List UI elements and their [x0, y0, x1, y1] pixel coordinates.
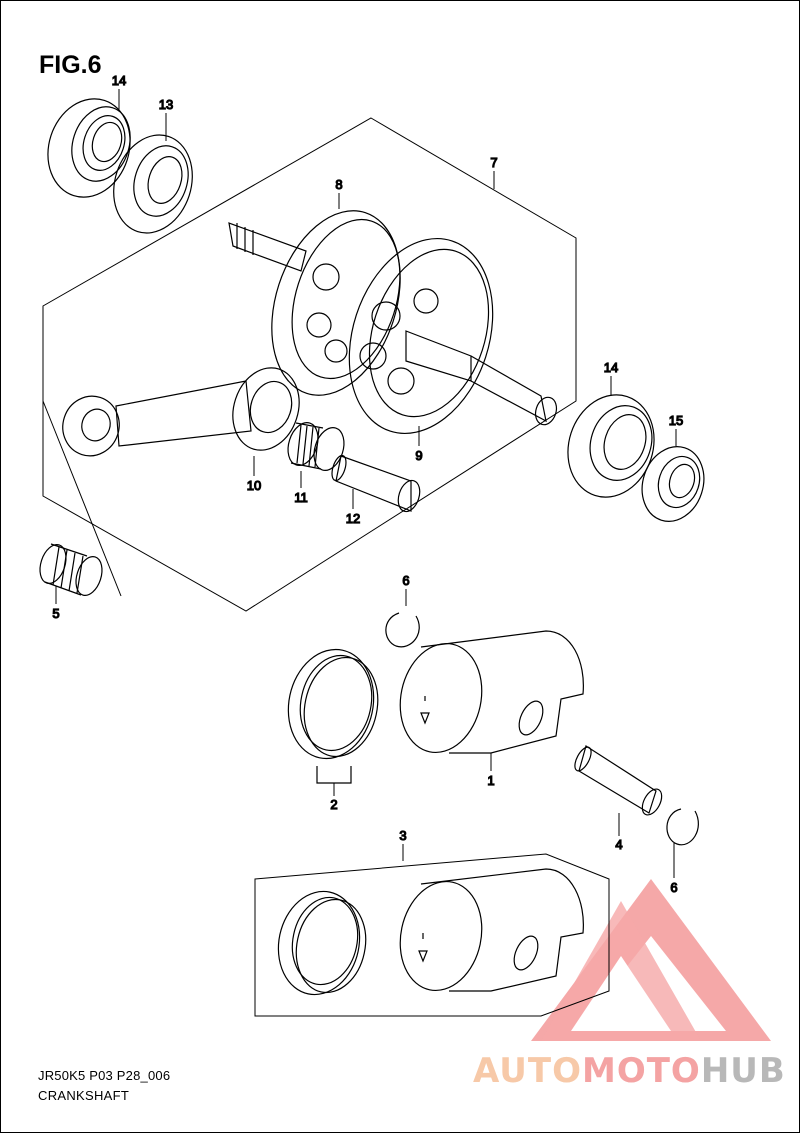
callout-6: 6 [670, 880, 677, 895]
piston-pin-icon [574, 745, 663, 816]
circlip-icon [666, 808, 699, 846]
callout-7: 7 [490, 155, 497, 170]
crank-pin-icon [331, 454, 421, 513]
callout-2: 2 [330, 797, 337, 812]
piston-ring-icon [287, 648, 379, 784]
figure-name: CRANKSHAFT [38, 1088, 130, 1103]
callout-8: 8 [335, 177, 342, 192]
watermark-part-1: AUTO [473, 1051, 582, 1091]
piston-icon [399, 630, 584, 754]
callout-15: 15 [669, 413, 683, 428]
figure-code: JR50K5 P03 P28_006 [38, 1068, 171, 1083]
callout-6: 6 [402, 573, 409, 588]
callout-5: 5 [52, 606, 59, 621]
figure-title: FIG.6 [39, 51, 102, 79]
piston-kit-outline [254, 853, 610, 1017]
callout-11: 11 [294, 490, 308, 505]
needle-bearing-icon [287, 422, 345, 471]
callout-3: 3 [399, 828, 406, 843]
watermark-logo-icon [531, 879, 771, 1041]
callout-9: 9 [415, 448, 422, 463]
needle-bearing-icon [39, 543, 103, 596]
leader-lines [55, 89, 677, 878]
bearing-icon [47, 98, 131, 198]
watermark-part-3: HUB [700, 1051, 786, 1091]
piston-ring-icon [277, 890, 367, 996]
crankshaft-icon [228, 210, 558, 434]
oil-seal-icon [641, 446, 705, 522]
connecting-rod-icon [62, 367, 300, 457]
crankshaft-assembly-outline [42, 117, 577, 612]
watermark-text: AUTOMOTOHUB [473, 1051, 786, 1091]
callout-14: 14 [604, 360, 618, 375]
circlip-icon [385, 612, 420, 648]
callout-1: 1 [487, 773, 494, 788]
callout-4: 4 [615, 837, 622, 852]
bearing-icon [567, 394, 655, 498]
callout-12: 12 [346, 511, 360, 526]
callout-10: 10 [247, 478, 261, 493]
assembly-guide-line [42, 400, 122, 597]
watermark-part-2: MOTO [581, 1051, 701, 1091]
callout-13: 13 [159, 97, 173, 112]
oil-seal-icon [113, 134, 193, 234]
piston-icon [399, 868, 584, 992]
callout-14: 14 [112, 73, 126, 88]
